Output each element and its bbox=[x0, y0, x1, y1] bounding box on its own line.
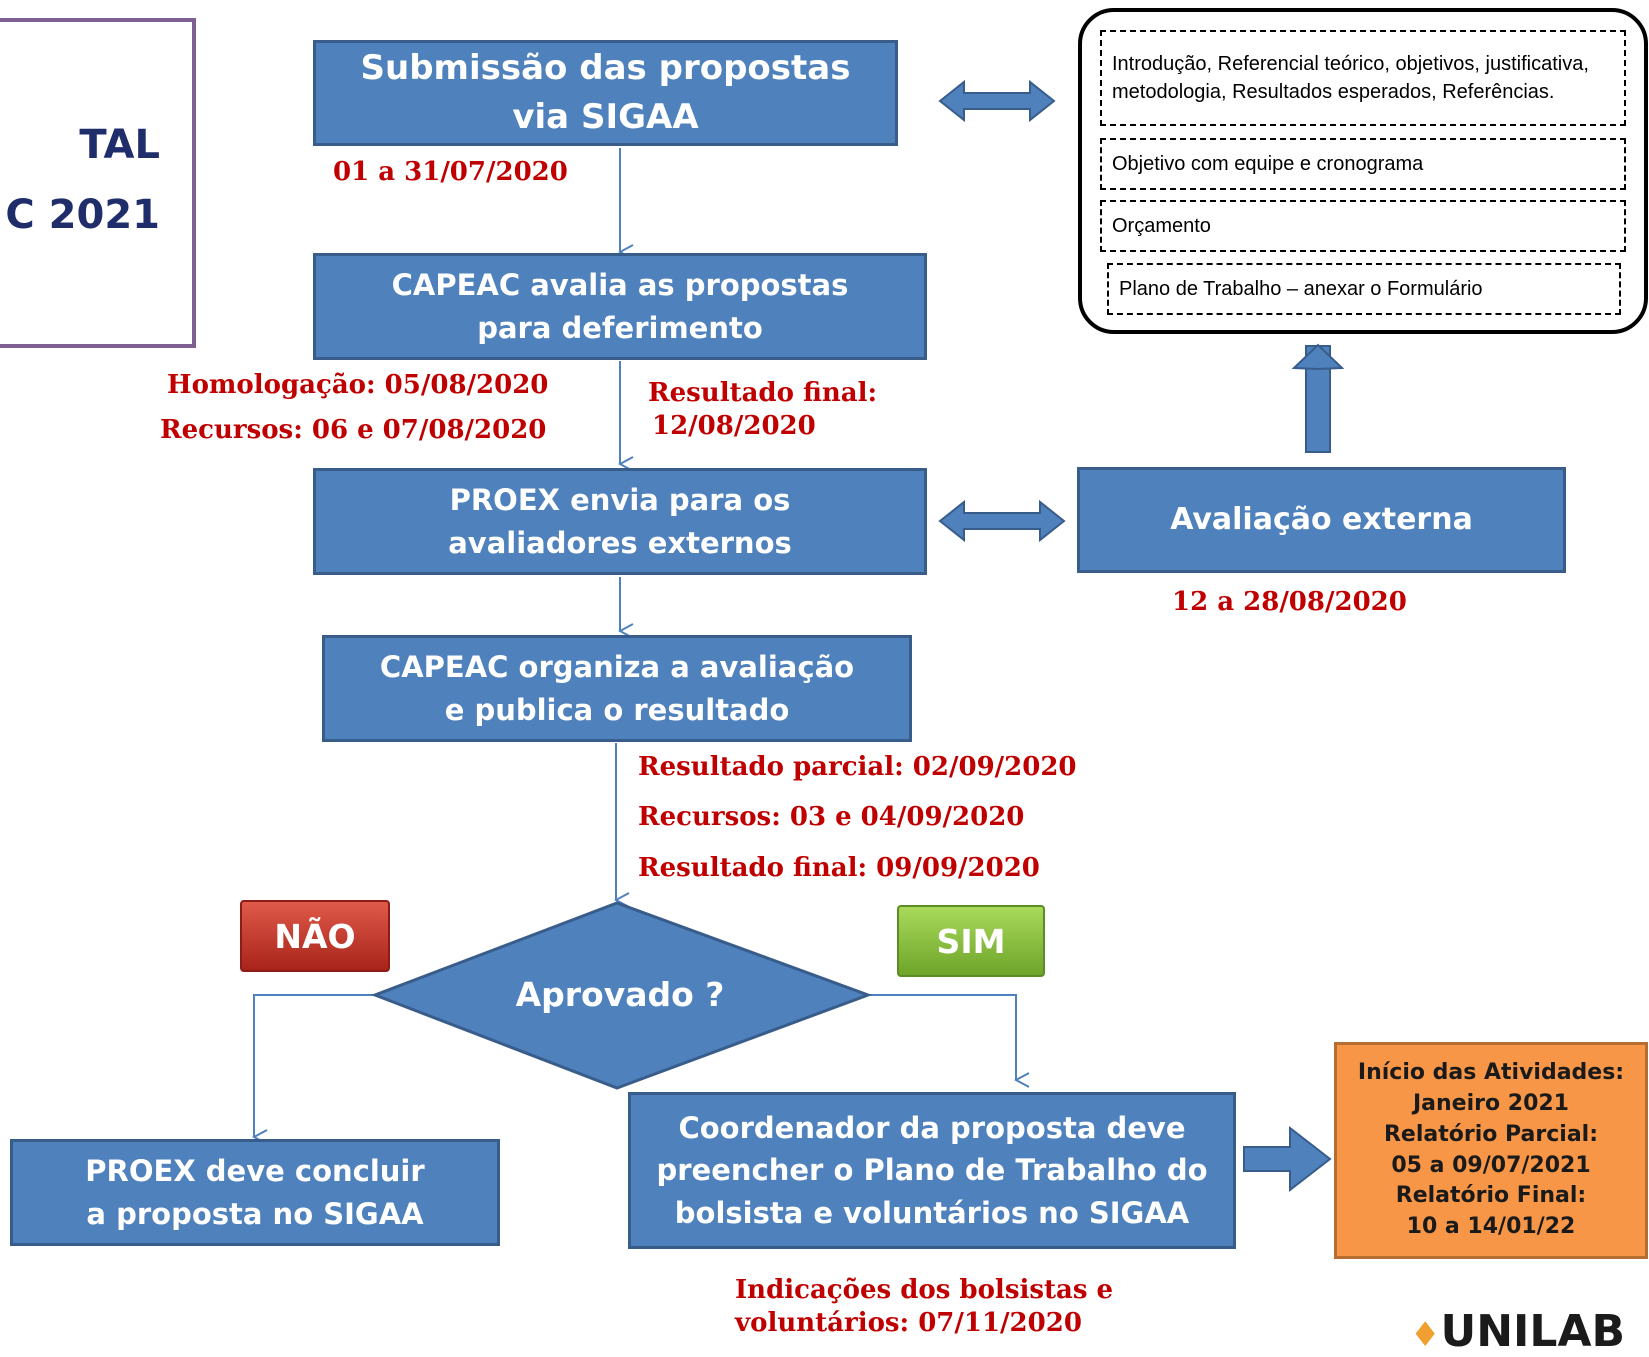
box-capeac-avalia-label: CAPEAC avalia as propostas para deferime… bbox=[391, 268, 849, 345]
box-capeac-avalia: CAPEAC avalia as propostas para deferime… bbox=[313, 253, 927, 360]
box-capeac-organiza-label: CAPEAC organiza a avaliação e publica o … bbox=[379, 650, 855, 727]
box-proex-envia: PROEX envia para os avaliadores externos bbox=[313, 468, 927, 575]
schedule-line-1: Início das Atividades: bbox=[1357, 1060, 1625, 1086]
date-recursos-1: Recursos: 06 e 07/08/2020 bbox=[160, 415, 547, 445]
box-submissao-label: Submissão das propostas via SIGAA bbox=[360, 47, 851, 137]
edital-title-box: TAL C 2021 bbox=[0, 18, 196, 348]
up-arrow-icon bbox=[1291, 343, 1345, 453]
box-avaliacao-externa-label: Avaliação externa bbox=[1170, 502, 1473, 538]
date-resultado-final-1a: Resultado final: bbox=[648, 378, 878, 408]
double-arrow-submissao-checklist-icon bbox=[938, 79, 1056, 123]
checklist-item-3: Orçamento bbox=[1100, 200, 1626, 252]
box-coordenador: Coordenador da proposta deve preencher o… bbox=[628, 1092, 1236, 1249]
schedule-line-5: Relatório Final: bbox=[1395, 1183, 1587, 1209]
aprovado-diamond bbox=[370, 901, 873, 1090]
box-proex-concluir: PROEX deve concluir a proposta no SIGAA bbox=[10, 1139, 500, 1246]
date-indicacoes-b: voluntários: 07/11/2020 bbox=[735, 1308, 1082, 1338]
title-line-1: TAL bbox=[79, 122, 160, 168]
date-homologacao: Homologação: 05/08/2020 bbox=[167, 370, 549, 400]
checklist-item-1: Introdução, Referencial teórico, objetiv… bbox=[1100, 30, 1626, 126]
arrow-nao-branch bbox=[254, 994, 375, 1137]
checklist-item-2: Objetivo com equipe e cronograma bbox=[1100, 138, 1626, 190]
aprovado-label: Aprovado ? bbox=[515, 975, 725, 1014]
title-line-2: C 2021 bbox=[5, 192, 160, 238]
arrow-sim-branch bbox=[868, 994, 1016, 1080]
sim-badge: SIM bbox=[897, 905, 1045, 977]
schedule-line-4: 05 a 09/07/2021 bbox=[1391, 1152, 1591, 1178]
schedule-line-6: 10 a 14/01/22 bbox=[1406, 1214, 1576, 1240]
schedule-line-2: Janeiro 2021 bbox=[1412, 1090, 1569, 1116]
schedule-box: Início das Atividades: Janeiro 2021 Rela… bbox=[1334, 1042, 1648, 1259]
date-resultado-final-2: Resultado final: 09/09/2020 bbox=[638, 853, 1040, 883]
box-capeac-organiza: CAPEAC organiza a avaliação e publica o … bbox=[322, 635, 912, 742]
schedule-line-3: Relatório Parcial: bbox=[1383, 1121, 1599, 1147]
date-resultado-parcial: Resultado parcial: 02/09/2020 bbox=[638, 752, 1077, 782]
box-submissao: Submissão das propostas via SIGAA bbox=[313, 40, 898, 146]
box-coordenador-label: Coordenador da proposta deve preencher o… bbox=[656, 1111, 1208, 1230]
right-arrow-icon bbox=[1243, 1125, 1332, 1193]
checklist-panel: Introdução, Referencial teórico, objetiv… bbox=[1078, 8, 1648, 334]
checklist-item-4: Plano de Trabalho – anexar o Formulário bbox=[1107, 263, 1621, 315]
logo-text: UNILAB bbox=[1440, 1306, 1626, 1357]
date-avaliacao-externa: 12 a 28/08/2020 bbox=[1172, 587, 1407, 617]
box-proex-envia-label: PROEX envia para os avaliadores externos bbox=[448, 483, 792, 560]
unilab-logo: ♦UNILAB bbox=[1410, 1306, 1625, 1357]
box-avaliacao-externa: Avaliação externa bbox=[1077, 467, 1566, 573]
box-proex-concluir-label: PROEX deve concluir a proposta no SIGAA bbox=[85, 1154, 425, 1231]
flame-icon: ♦ bbox=[1410, 1315, 1441, 1355]
date-recursos-2: Recursos: 03 e 04/09/2020 bbox=[638, 802, 1025, 832]
date-submissao: 01 a 31/07/2020 bbox=[333, 157, 568, 187]
double-arrow-proex-avaliacao-icon bbox=[938, 499, 1066, 543]
date-indicacoes-a: Indicações dos bolsistas e bbox=[735, 1275, 1114, 1305]
date-resultado-final-1b: 12/08/2020 bbox=[652, 411, 816, 441]
nao-badge: NÃO bbox=[240, 900, 390, 972]
